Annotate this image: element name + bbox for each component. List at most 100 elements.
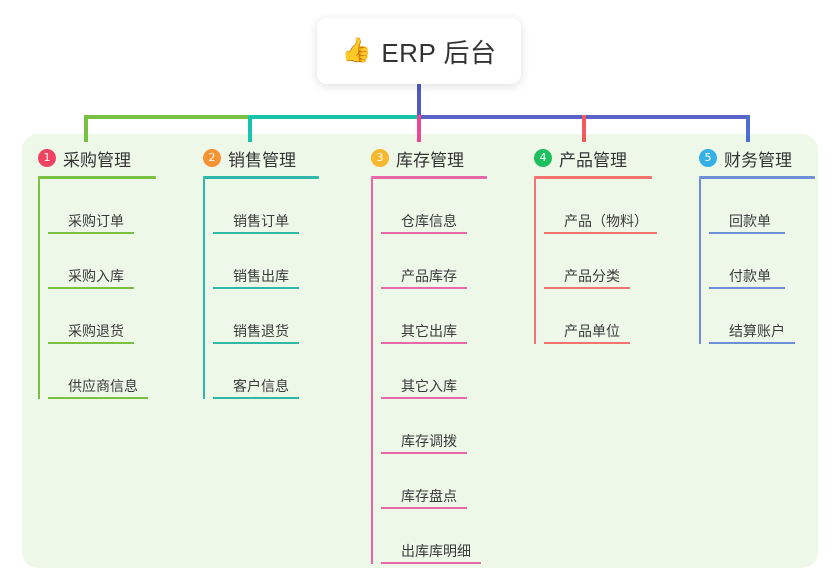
branch-item-underline [381,397,467,399]
branch-item-label: 其它入库 [401,377,457,394]
branch-spine [699,179,701,344]
branch-item-underline [381,452,467,454]
branch-item-label: 客户信息 [233,377,289,394]
branch-item-label: 其它出库 [401,322,457,339]
branch-item-label: 销售退货 [233,322,289,339]
branch-header-5[interactable]: 5 财务管理 [699,146,815,170]
branch-item-underline [213,397,299,399]
branch-number-badge: 3 [371,149,389,167]
branch-item[interactable]: 出库库明细 [381,509,487,564]
branch-item-underline [48,287,134,289]
branch-item[interactable]: 库存盘点 [381,454,487,509]
branch-underline [371,176,487,179]
branch-item[interactable]: 产品分类 [544,234,652,289]
branch-item-label: 采购订单 [68,212,124,229]
branch-item[interactable]: 其它入库 [381,344,487,399]
branch-item-list: 仓库信息产品库存其它出库其它入库库存调拨库存盘点出库库明细 [371,179,487,564]
branch-column-3: 3 库存管理仓库信息产品库存其它出库其它入库库存调拨库存盘点出库库明细 [371,146,487,564]
branch-item[interactable]: 客户信息 [213,344,319,399]
branch-item-label: 销售订单 [233,212,289,229]
branch-item-label: 销售出库 [233,267,289,284]
branch-item-label: 结算账户 [729,322,785,339]
branch-title: 财务管理 [724,150,792,170]
branch-item-list: 产品（物料） 产品分类产品单位 [534,179,657,344]
branch-item-label: 库存调拨 [401,432,457,449]
branch-item-underline [381,232,467,234]
branch-item-list: 采购订单采购入库采购退货供应商信息 [38,179,156,399]
branch-column-1: 1 采购管理采购订单采购入库采购退货供应商信息 [38,146,156,399]
branch-spine [38,179,40,399]
branch-item[interactable]: 回款单 [709,179,815,234]
branch-item-underline [381,562,481,564]
branch-item[interactable]: 销售订单 [213,179,319,234]
branch-header-4[interactable]: 4 产品管理 [534,146,652,170]
branch-item-list: 回款单付款单结算账户 [699,179,815,344]
root-node-card[interactable]: 👍 ERP 后台 [317,18,521,84]
branch-number-badge: 2 [203,149,221,167]
branch-number-badge: 4 [534,149,552,167]
branch-item[interactable]: 采购退货 [48,289,156,344]
branch-spine [534,179,536,344]
branch-item-underline [48,397,148,399]
branch-item[interactable]: 产品单位 [544,289,652,344]
branch-item-label: 产品单位 [564,322,620,339]
branch-item[interactable]: 采购入库 [48,234,156,289]
branch-item-underline [381,342,467,344]
branch-title: 采购管理 [63,150,131,170]
branch-number-badge: 5 [699,149,717,167]
branch-spine [371,179,373,564]
branch-header-2[interactable]: 2 销售管理 [203,146,319,170]
branch-item-label: 供应商信息 [68,377,138,394]
branch-column-5: 5 财务管理回款单付款单结算账户 [699,146,815,344]
branch-underline [534,176,652,179]
branch-item-underline [381,287,467,289]
branch-item[interactable]: 付款单 [709,234,815,289]
branch-item-label: 出库库明细 [401,542,471,559]
branch-item[interactable]: 结算账户 [709,289,815,344]
branch-item[interactable]: 销售出库 [213,234,319,289]
branch-item-label: 产品（物料） [564,212,648,229]
branch-title: 销售管理 [228,150,296,170]
branch-item-underline [48,342,134,344]
branch-item-underline [213,342,299,344]
branch-item[interactable]: 供应商信息 [48,344,156,399]
branch-item-underline [709,287,785,289]
branch-number-badge: 1 [38,149,56,167]
branch-column-2: 2 销售管理销售订单销售出库销售退货客户信息 [203,146,319,399]
branch-item[interactable]: 仓库信息 [381,179,487,234]
branch-title: 产品管理 [559,150,627,170]
thumbs-up-icon: 👍 [341,37,372,64]
branch-item[interactable]: 产品（物料） [544,179,657,234]
branch-column-4: 4 产品管理产品（物料） 产品分类产品单位 [534,146,657,344]
diagram-background-panel [22,134,818,568]
root-node-title: ERP 后台 [381,37,497,68]
branch-item-label: 回款单 [729,212,771,229]
branch-item-underline [381,507,467,509]
branch-item-label: 产品库存 [401,267,457,284]
branch-item[interactable]: 采购订单 [48,179,156,234]
branch-item-underline [544,232,657,234]
branch-item-label: 采购退货 [68,322,124,339]
branch-item-underline [709,232,785,234]
branch-spine [203,179,205,399]
branch-item-label: 产品分类 [564,267,620,284]
branch-item-label: 库存盘点 [401,487,457,504]
branch-item[interactable]: 库存调拨 [381,399,487,454]
branch-underline [203,176,319,179]
branch-underline [699,176,815,179]
branch-item-label: 仓库信息 [401,212,457,229]
branch-underline [38,176,156,179]
branch-header-1[interactable]: 1 采购管理 [38,146,156,170]
branch-item-underline [709,342,795,344]
branch-item-label: 采购入库 [68,267,124,284]
branch-item[interactable]: 销售退货 [213,289,319,344]
branch-item-underline [213,287,299,289]
branch-header-3[interactable]: 3 库存管理 [371,146,487,170]
branch-item[interactable]: 产品库存 [381,234,487,289]
branch-item[interactable]: 其它出库 [381,289,487,344]
branch-item-list: 销售订单销售出库销售退货客户信息 [203,179,319,399]
branch-item-underline [213,232,299,234]
branch-title: 库存管理 [396,150,464,170]
branch-item-underline [544,287,630,289]
